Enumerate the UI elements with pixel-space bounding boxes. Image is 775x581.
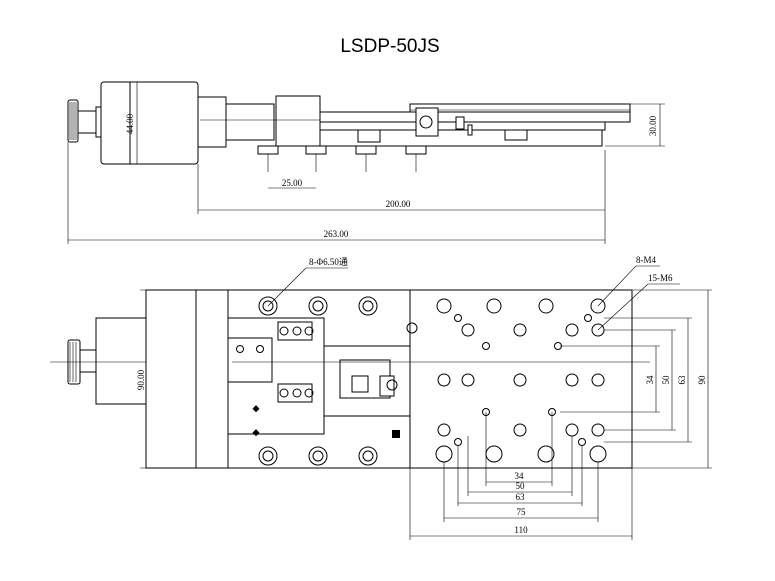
dim-h-50: 50 — [516, 481, 526, 491]
dim-v-34: 34 — [645, 375, 655, 385]
dim-h-110: 110 — [514, 525, 528, 535]
dim-v-90: 90 — [697, 375, 707, 385]
bottom-horizontal-dims: 34 50 63 75 110 — [409, 412, 633, 540]
top-carriage — [409, 289, 633, 469]
dim-v-63: 63 — [677, 375, 687, 385]
side-motor — [100, 81, 199, 165]
callout-through-holes: 8-Φ6.50通 — [309, 257, 348, 267]
dim-h-63: 63 — [516, 492, 526, 502]
carriage-holes — [435, 298, 607, 463]
dim-side-263: 263.00 — [324, 229, 349, 239]
dim-side-200: 200.00 — [386, 199, 411, 209]
dim-h-34: 34 — [515, 471, 525, 481]
side-view: 44.00 30.00 25.00 200.00 263.00 — [67, 81, 665, 244]
side-knob — [67, 99, 79, 143]
dim-side-30: 30.00 — [648, 115, 658, 136]
dim-side-25: 25.00 — [282, 178, 303, 188]
top-view: 8-Φ6.50通 8-M4 15-M6 90.00 90 63 50 — [50, 255, 712, 540]
callout-m4: 8-M4 — [636, 255, 656, 265]
dim-top-90-left: 90.00 — [136, 369, 146, 390]
dim-side-44: 44.00 — [125, 113, 135, 134]
right-vertical-dims: 90 63 50 34 — [560, 289, 712, 469]
callout-m6: 15-M6 — [648, 273, 673, 283]
through-holes — [258, 296, 378, 466]
dim-h-75: 75 — [517, 507, 527, 517]
small-screws — [236, 322, 418, 438]
drawing-title: LSDP-50JS — [340, 36, 439, 57]
dim-v-50: 50 — [661, 375, 671, 385]
